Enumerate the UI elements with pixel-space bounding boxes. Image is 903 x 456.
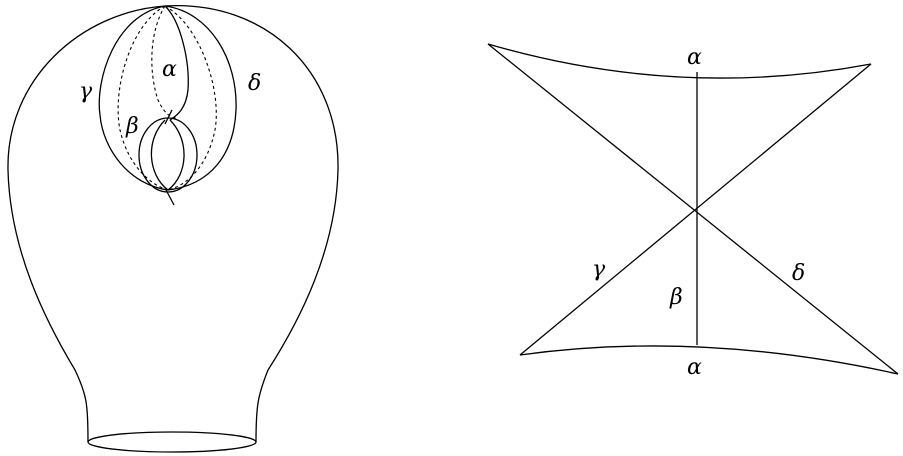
beta-inner-arc-left	[151, 120, 168, 190]
left-label-beta: β	[125, 114, 139, 139]
right-label-alpha-top: α	[687, 45, 702, 70]
top-edge-alpha	[488, 44, 871, 78]
diagonal-upper-right-to-lower-left	[520, 64, 871, 355]
right-label-beta: β	[669, 285, 683, 310]
hidden-curve-right	[165, 6, 216, 190]
right-label-alpha-bottom: α	[687, 355, 702, 380]
right-label-delta: δ	[792, 261, 805, 286]
beta-loop	[139, 118, 197, 192]
hidden-curve-left	[118, 6, 168, 190]
bottom-edge-alpha	[520, 346, 898, 374]
left-figure: α β γ δ	[8, 6, 338, 452]
bottom-boundary-ellipse	[88, 432, 256, 452]
delta-curve	[165, 6, 236, 190]
right-figure: α α β γ δ	[488, 44, 898, 380]
left-label-alpha: α	[162, 57, 177, 82]
right-label-gamma: γ	[592, 257, 606, 282]
left-label-delta: δ	[248, 71, 261, 96]
beta-inner-arc-right	[168, 120, 184, 190]
left-label-gamma: γ	[79, 79, 93, 104]
diagonal-upper-left-to-lower-right	[488, 44, 898, 374]
